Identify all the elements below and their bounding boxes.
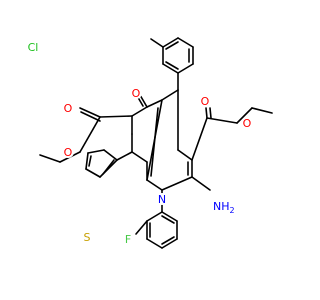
bond-44 (205, 107, 208, 119)
bond-59 (135, 220, 148, 235)
bond-16 (99, 115, 133, 118)
bond-45 (209, 107, 212, 119)
bond-24 (131, 151, 148, 163)
bond-32 (85, 152, 89, 170)
bond-40 (177, 149, 193, 161)
bond-15 (131, 106, 148, 117)
bond-8 (165, 61, 179, 70)
bond-18 (80, 111, 101, 122)
bond-42 (191, 176, 211, 191)
bond-12 (146, 99, 163, 108)
bond-27 (150, 107, 159, 177)
bond-48 (251, 107, 273, 114)
atom-o-ester-left-ether: O (64, 146, 73, 159)
bond-19 (79, 116, 101, 153)
bond-37 (161, 176, 193, 191)
bond-35 (102, 159, 115, 175)
bond-43 (191, 117, 208, 161)
bond-0 (162, 37, 179, 48)
atom-nh2-subscript: 2 (230, 206, 235, 215)
bond-1 (177, 37, 194, 48)
bond-36 (88, 155, 92, 167)
atom-s-thiophene: S (84, 231, 91, 244)
bond-31 (87, 149, 105, 154)
atom-nh2: NH2 (213, 200, 235, 215)
atom-o-ester-left-carbonyl: O (64, 102, 73, 115)
atom-n-ring: N (158, 193, 166, 206)
bond-30 (103, 149, 118, 161)
atom-labels: Cl O O O O O S NH2 N F (26, 40, 253, 246)
bond-53 (161, 238, 178, 249)
bond-9 (150, 38, 164, 48)
bond-11 (161, 89, 179, 101)
atom-f: F (125, 233, 131, 246)
bond-4 (162, 63, 179, 74)
bond-55 (161, 211, 178, 222)
bond-6 (165, 41, 179, 50)
atom-o-ketone: O (132, 87, 141, 100)
bond-21 (39, 154, 61, 163)
atom-nh2-main: NH (213, 200, 230, 213)
bond-29 (116, 151, 133, 161)
bond-17 (79, 107, 101, 118)
bond-3 (177, 63, 194, 74)
bond-50 (146, 211, 163, 222)
atom-o-ester-right-ether: O (243, 117, 252, 130)
bond-52 (146, 238, 163, 249)
bond-57 (161, 236, 175, 245)
molecule-diagram: Cl O O O O O S NH2 N F (26, 37, 273, 249)
atom-o-ester-right-carbonyl: O (201, 95, 210, 108)
bond-46 (206, 117, 238, 124)
bond-33 (85, 168, 101, 178)
atom-cl: Cl (28, 41, 39, 54)
bond-28 (146, 179, 163, 191)
bonds (39, 37, 273, 249)
bond-58 (161, 215, 175, 224)
bond-47 (236, 107, 253, 124)
bond-13 (139, 94, 148, 108)
